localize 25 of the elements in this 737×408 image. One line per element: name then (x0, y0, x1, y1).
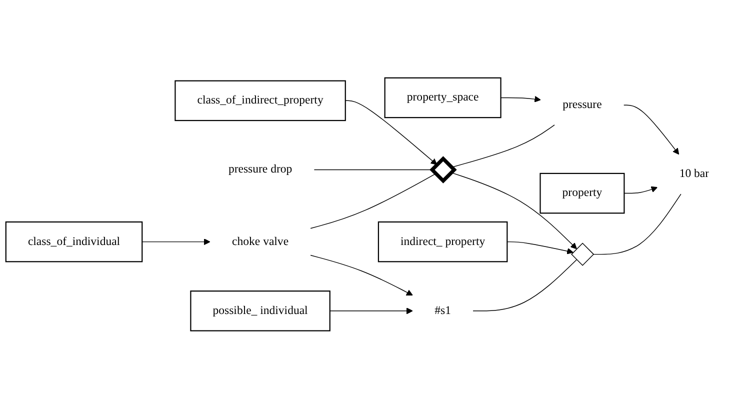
node-box: class_of_individual (5, 221, 143, 262)
node-text: #s1 (434, 304, 451, 316)
arrow (500, 96, 541, 102)
arrow (310, 254, 413, 296)
arrow (142, 238, 210, 245)
arrow (330, 307, 413, 314)
node-box: possible_ individual (190, 290, 330, 331)
node-diamond (571, 242, 594, 266)
node-box: property_space (384, 77, 502, 118)
connector (472, 259, 577, 311)
node-box: property (540, 172, 625, 214)
arrow (506, 241, 574, 254)
arrow (624, 104, 680, 154)
node-text: pressure (562, 98, 602, 111)
node-diamond (430, 156, 457, 184)
node-text: 10 bar (679, 167, 710, 180)
arrow (624, 186, 658, 194)
node-box: class_of_indirect_property (174, 80, 346, 121)
arrow (345, 100, 438, 165)
node-text: choke valve (232, 234, 289, 248)
connector (310, 173, 436, 228)
node-text: pressure drop (228, 162, 292, 176)
connector (592, 193, 682, 254)
connector (314, 169, 432, 170)
node-box: indirect_ property (378, 221, 508, 262)
